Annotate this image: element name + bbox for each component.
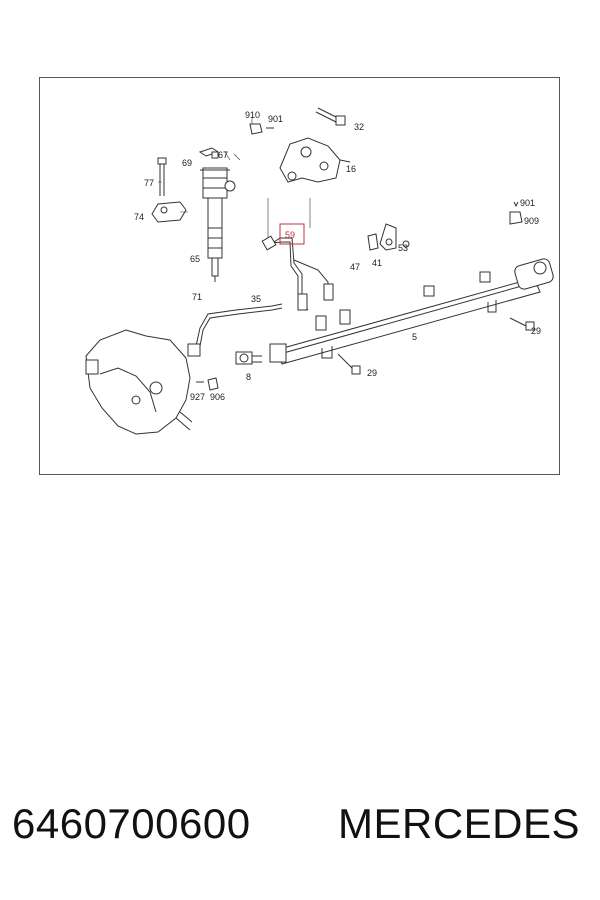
injector-drawing (200, 167, 236, 282)
bolt-32-drawing (315, 107, 339, 123)
callout-29: 29 (531, 326, 541, 336)
highlight-box-59 (279, 223, 305, 245)
brand-name: MERCEDES (338, 800, 581, 847)
callout-901: 901 (268, 114, 283, 124)
callout-67: 67 (218, 150, 228, 160)
callout-5: 5 (412, 332, 417, 342)
callout-41: 41 (372, 258, 382, 268)
callout-32: 32 (354, 122, 364, 132)
callout-74: 74 (134, 212, 144, 222)
sensor-8-drawing (235, 351, 262, 365)
rail-5-drawing (269, 258, 554, 365)
callout-59: 59 (285, 230, 295, 240)
callout-labels: 910 901 32 69 67 16 77 74 59 901 909 53 … (134, 110, 541, 402)
diagram-drawing: 910 901 32 69 67 16 77 74 59 901 909 53 … (85, 107, 554, 435)
callout-901: 901 (520, 198, 535, 208)
part-number: 6460700600 (12, 800, 251, 847)
callout-69: 69 (182, 158, 192, 168)
callout-35: 35 (251, 294, 261, 304)
callout-77: 77 (144, 178, 154, 188)
callout-29: 29 (367, 368, 377, 378)
pipe-59-drawing (261, 198, 334, 311)
callout-909: 909 (524, 216, 539, 226)
callout-71: 71 (192, 292, 202, 302)
parts-diagram: 910 901 32 69 67 16 77 74 59 901 909 53 … (39, 77, 560, 475)
callout-910: 910 (245, 110, 260, 120)
callout-47: 47 (350, 262, 360, 272)
claw-74-drawing (151, 201, 187, 223)
callout-927: 927 (190, 392, 205, 402)
bracket-16-drawing (279, 137, 351, 183)
footer: 6460700600 MERCEDES (0, 800, 600, 860)
high-pressure-pump-drawing (85, 329, 193, 435)
callout-906: 906 (210, 392, 225, 402)
callout-65: 65 (190, 254, 200, 264)
callout-53: 53 (398, 243, 408, 253)
callout-8: 8 (246, 372, 251, 382)
callout-16: 16 (346, 164, 356, 174)
pipe-35-drawing (187, 303, 283, 357)
bolt-77-drawing (157, 157, 167, 196)
